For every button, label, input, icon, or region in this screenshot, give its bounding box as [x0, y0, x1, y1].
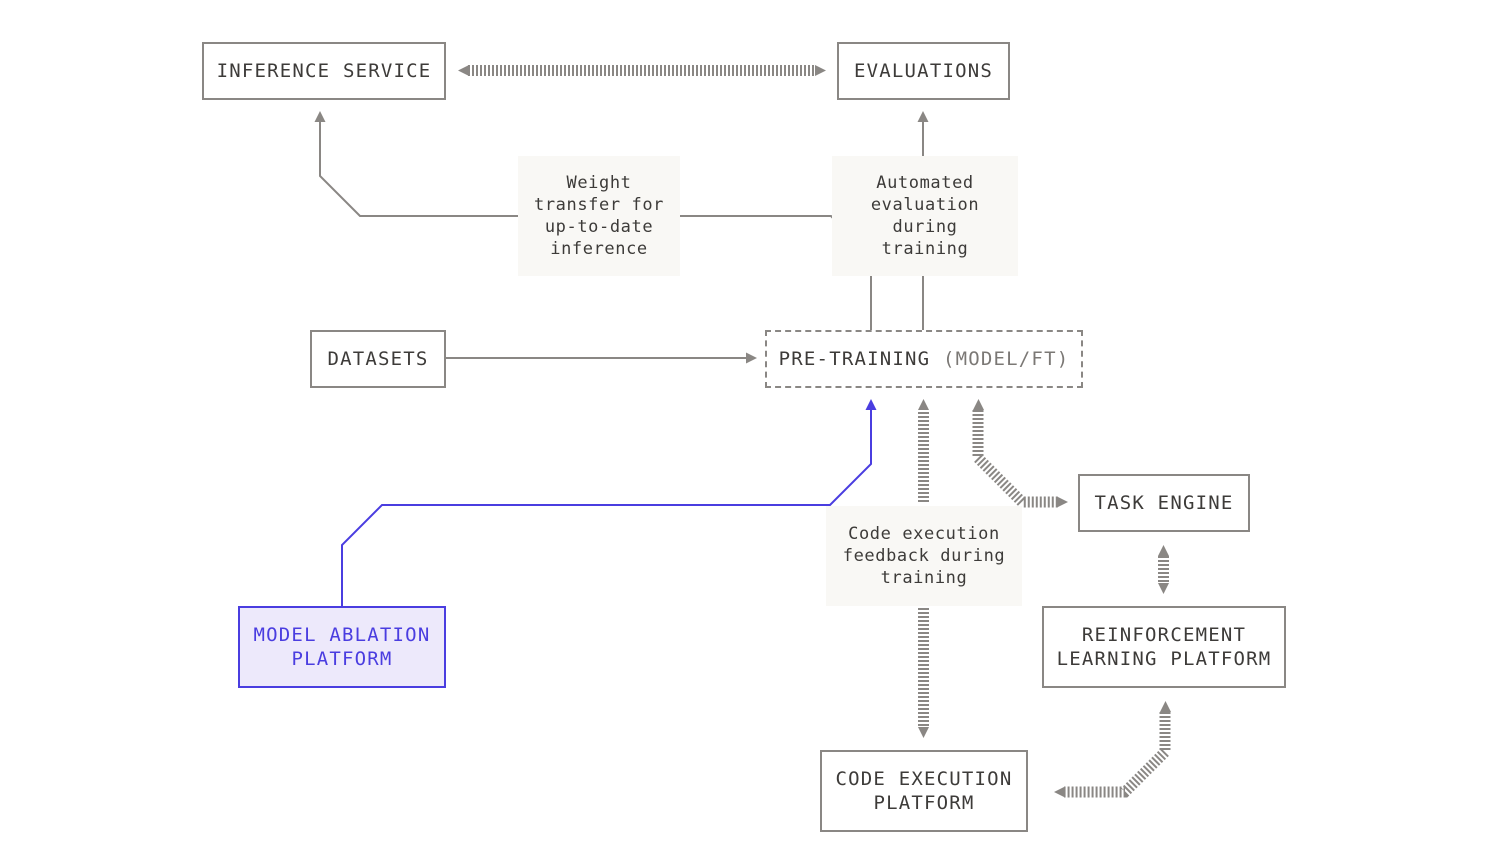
datasets-node[interactable]: DATASETS [310, 330, 446, 388]
pre-training-node[interactable]: PRE-TRAINING (MODEL/FT) [765, 330, 1083, 388]
task-engine-link [972, 399, 1068, 508]
datasets-connector [446, 352, 757, 364]
datasets-label: DATASETS [327, 348, 429, 370]
note-line: training [881, 239, 969, 259]
code-execution-label-line1: CODE EXECUTION [835, 768, 1013, 790]
note-line: inference [550, 239, 648, 259]
note-line: training [880, 568, 968, 588]
pre-training-main: PRE-TRAINING [778, 348, 931, 370]
automated-evaluation-note: Automated evaluation during training [832, 156, 1018, 276]
model-ablation-label-line1: MODEL ABLATION [253, 624, 431, 646]
reinforcement-learning-platform-node[interactable]: REINFORCEMENT LEARNING PLATFORM [1042, 606, 1286, 688]
note-line: evaluation [870, 195, 980, 215]
note-line: feedback during [842, 546, 1006, 566]
model-ablation-label-line2: PLATFORM [291, 648, 393, 670]
note-line: Weight [566, 173, 632, 193]
task-engine-node[interactable]: TASK ENGINE [1078, 474, 1250, 532]
note-line: during [892, 217, 958, 237]
code-execution-feedback-note: Code execution feedback during training [826, 506, 1022, 606]
rl-platform-label-line1: REINFORCEMENT [1081, 624, 1247, 646]
note-line: Code execution [848, 524, 1000, 544]
note-line: up-to-date [544, 217, 654, 237]
evaluations-label: EVALUATIONS [853, 60, 994, 82]
pre-training-secondary: (MODEL/FT) [942, 348, 1070, 370]
task-engine-rl-link [1158, 545, 1169, 594]
note-line: Automated [876, 173, 974, 193]
code-execution-feedback-link [918, 399, 929, 738]
task-engine-label: TASK ENGINE [1094, 492, 1234, 514]
inference-service-node[interactable]: INFERENCE SERVICE [202, 42, 446, 100]
rl-platform-label-line2: LEARNING PLATFORM [1056, 648, 1272, 670]
weight-transfer-note: Weight transfer for up-to-date inference [518, 156, 680, 276]
evaluations-node[interactable]: EVALUATIONS [837, 42, 1010, 100]
inference-evaluations-link [458, 65, 826, 76]
note-line: transfer for [533, 195, 665, 215]
model-ablation-connector [341, 399, 877, 606]
code-execution-label-line2: PLATFORM [873, 792, 975, 814]
inference-service-label: INFERENCE SERVICE [216, 60, 432, 82]
code-execution-platform-node[interactable]: CODE EXECUTION PLATFORM [820, 750, 1028, 832]
rl-code-execution-link [1054, 701, 1171, 798]
pre-training-label: PRE-TRAINING (MODEL/FT) [779, 347, 1070, 371]
model-ablation-platform-node[interactable]: MODEL ABLATION PLATFORM [238, 606, 446, 688]
